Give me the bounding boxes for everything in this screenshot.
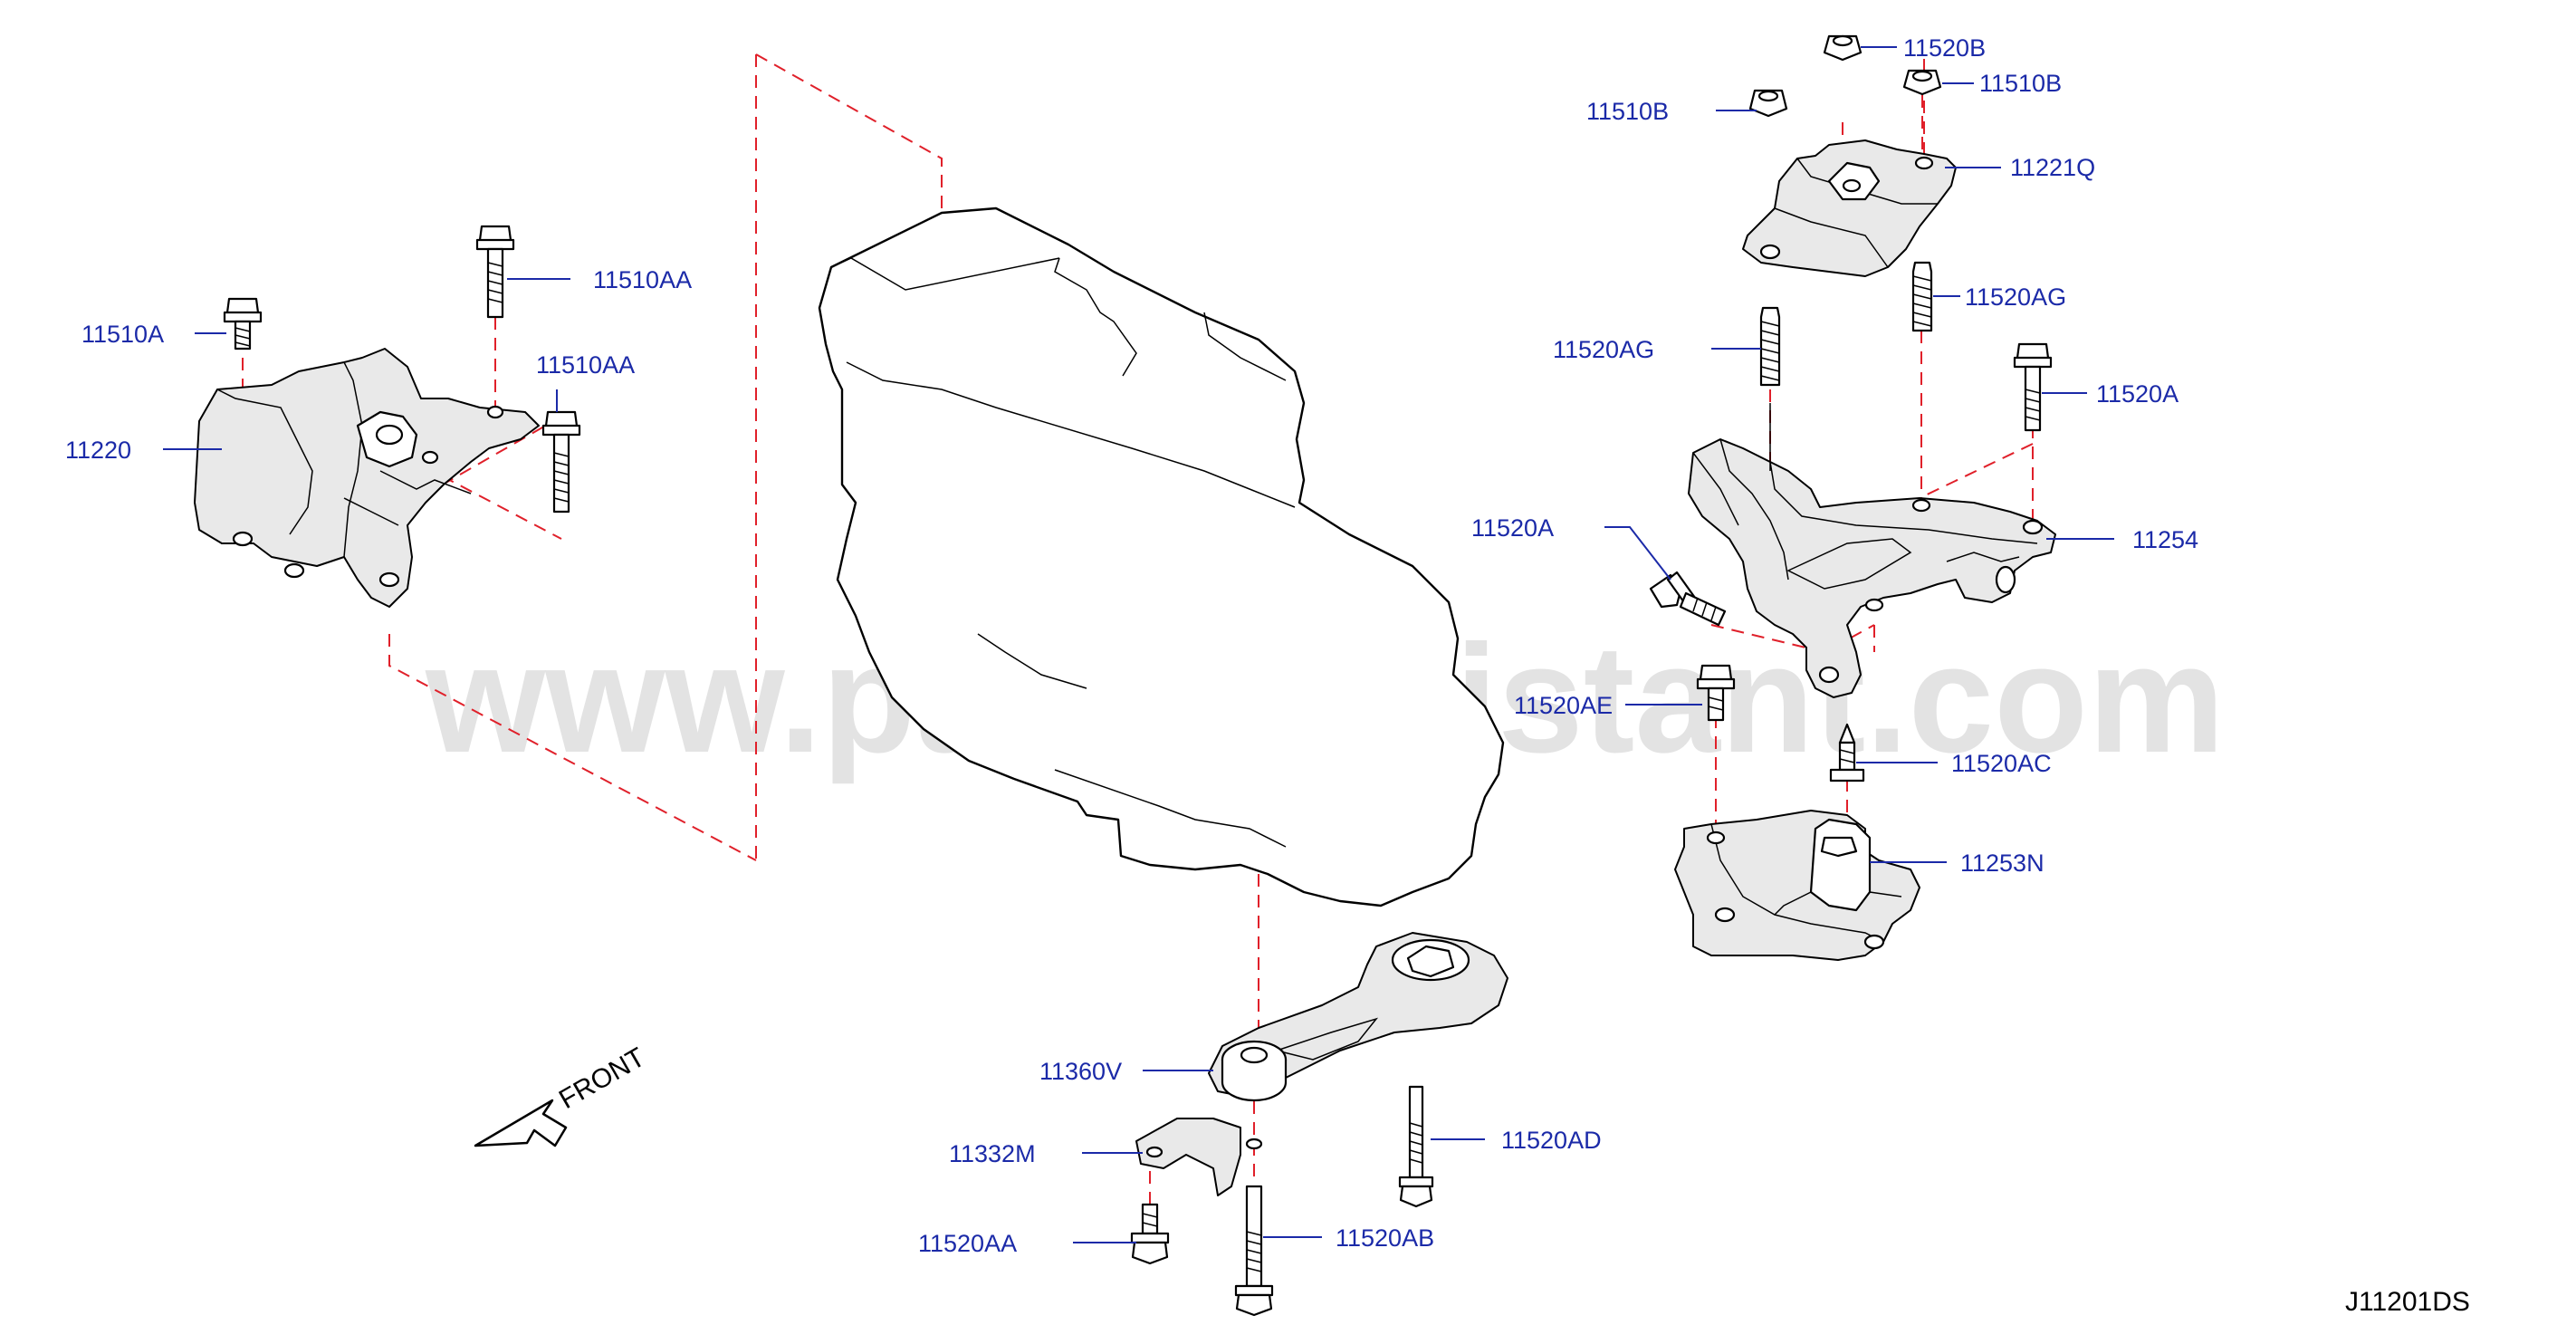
label-11520AE: 11520AE [1514,692,1613,719]
label-11520AC: 11520AC [1951,750,2052,777]
front-arrow: FRONT [474,1042,650,1147]
bracket-11221Q [1742,139,1957,277]
label-11520A-right: 11520A [2096,380,2179,408]
leader-lines [163,46,2114,1243]
label-11520AG-right: 11520AG [1965,283,2066,311]
bolt-11520A-left [1649,571,1727,627]
label-11520AG-left: 11520AG [1553,336,1654,363]
bolt-11520AC [1829,723,1865,782]
bolt-11510AA-top [475,225,515,319]
stud-11520AG-left [1759,306,1781,387]
diagram-code: J11201DS [2345,1287,2470,1317]
bracket-11254 [1688,403,2056,698]
label-11520B: 11520B [1903,34,1986,62]
part-labels: 11520B 11510B 11510B 11221Q 11520AG 1152… [65,34,2198,1257]
label-11510AA-mid: 11510AA [536,351,635,379]
nut-11510B-right [1902,69,1942,96]
label-11254: 11254 [2132,526,2198,553]
bolt-11520AD [1398,1085,1434,1208]
bolt-11520AA-bottom [1130,1203,1170,1265]
front-label: FRONT [554,1042,650,1115]
bolt-11520A-right [2013,342,2053,432]
label-11221Q: 11221Q [2010,154,2095,181]
bolt-11510A [223,297,263,350]
label-11253N: 11253N [1960,850,2045,877]
label-11510AA-top: 11510AA [593,266,692,293]
label-11360V: 11360V [1039,1058,1122,1085]
label-11520AB: 11520AB [1336,1224,1434,1252]
bolt-11520AB [1234,1185,1274,1317]
bolt-11510AA-mid [541,410,581,514]
torque-rod-11360V [1208,932,1508,1102]
stud-11520AG-right [1911,261,1933,332]
bolt-11520AE [1696,664,1736,722]
label-11510B-left: 11510B [1586,98,1669,125]
nut-11510B-left [1748,89,1788,118]
bracket-11332M [1135,1118,1263,1196]
label-11220: 11220 [65,437,131,464]
label-11510A: 11510A [81,321,164,348]
mount-11253N [1674,810,1920,961]
left-mount-11220 [194,348,540,608]
label-11332M: 11332M [949,1140,1036,1167]
label-11520A-left: 11520A [1471,514,1554,542]
engine-block [818,206,1505,907]
label-11520AD: 11520AD [1501,1127,1602,1154]
label-11510B-right: 11510B [1979,70,2062,97]
nut-11520B [1823,34,1863,62]
label-11520AA: 11520AA [918,1230,1017,1257]
